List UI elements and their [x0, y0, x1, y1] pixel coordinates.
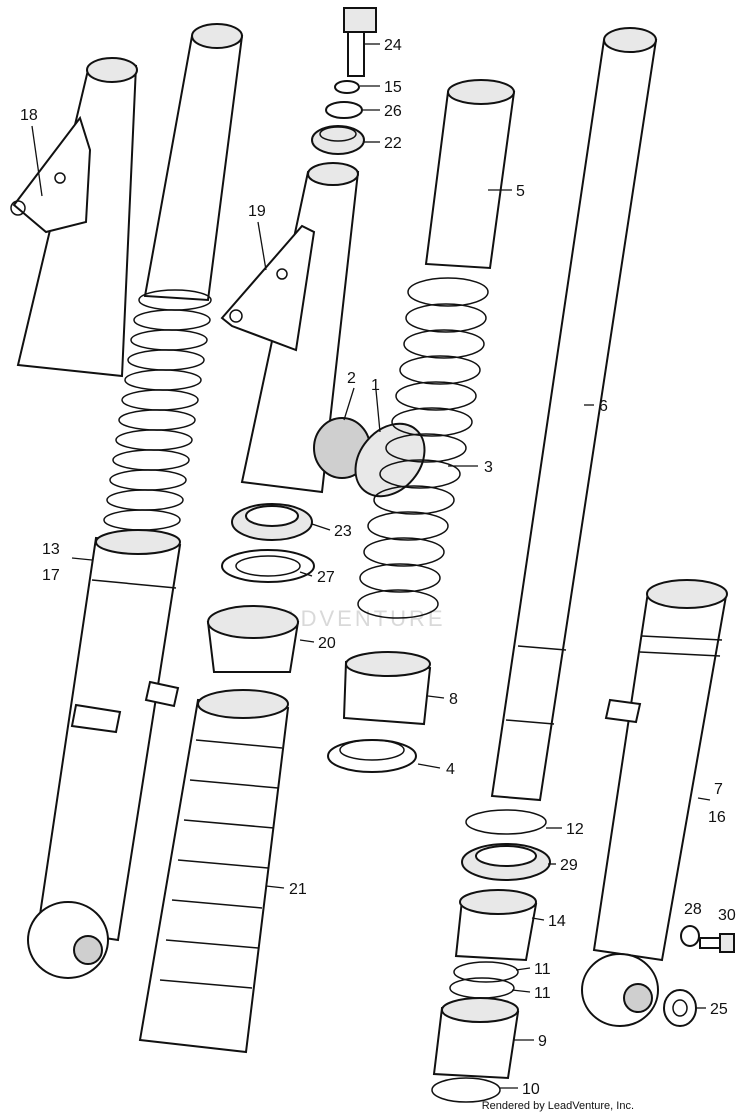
part-25-washer[interactable] — [663, 989, 697, 1027]
callout-5: 5 — [516, 183, 525, 200]
left-fork-spring — [103, 289, 212, 531]
callout-11a: 11 — [534, 961, 551, 978]
callout-28: 28 — [684, 901, 702, 918]
callout-18: 18 — [20, 107, 38, 124]
part-7-16-bottom-slider[interactable] — [581, 579, 728, 1027]
callout-21: 21 — [289, 881, 307, 898]
part-29-seal[interactable] — [461, 843, 551, 881]
callout-9: 9 — [538, 1033, 547, 1050]
callout-17: 17 — [42, 567, 60, 584]
callout-1: 1 — [371, 377, 380, 394]
leader-lines — [31, 43, 711, 1089]
part-1-strainer[interactable] — [341, 410, 438, 510]
callout-4: 4 — [446, 761, 455, 778]
part-18-fork-cover-left[interactable] — [10, 57, 138, 378]
part-15-washer[interactable] — [334, 80, 360, 94]
part-13-17-left-fork-leg[interactable] — [27, 23, 244, 979]
callout-labels: 24 15 26 22 5 19 18 2 1 3 6 23 27 20 8 4… — [20, 37, 736, 1098]
callout-24: 24 — [384, 37, 402, 54]
part-14-guide[interactable] — [454, 889, 538, 962]
part-20-oil-seal[interactable] — [206, 605, 300, 673]
part-12-circlip[interactable] — [465, 809, 547, 835]
part-26-washer[interactable] — [325, 101, 363, 119]
part-6-inner-tube[interactable] — [490, 27, 658, 802]
part-3-spring[interactable] — [357, 277, 489, 619]
callout-6: 6 — [599, 398, 608, 415]
part-11-circlips[interactable] — [449, 961, 519, 999]
callout-2: 2 — [347, 370, 356, 387]
callout-14: 14 — [548, 913, 566, 930]
callout-27: 27 — [317, 569, 335, 586]
callout-25: 25 — [710, 1001, 728, 1018]
callout-8: 8 — [449, 691, 458, 708]
part-5-sleeve[interactable] — [424, 79, 516, 270]
part-22-cap[interactable] — [311, 125, 365, 155]
callout-7: 7 — [714, 781, 723, 798]
callout-3: 3 — [484, 459, 493, 476]
part-27-washer[interactable] — [221, 549, 315, 583]
callout-20: 20 — [318, 635, 336, 652]
part-23-seal-ring[interactable] — [231, 503, 313, 541]
callout-11b: 11 — [534, 985, 551, 1002]
callout-30: 30 — [718, 907, 736, 924]
callout-22: 22 — [384, 135, 402, 152]
part-28-washer[interactable] — [680, 925, 700, 947]
callout-12: 12 — [566, 821, 584, 838]
part-4-ring[interactable] — [327, 739, 417, 773]
callout-19: 19 — [248, 203, 266, 220]
callout-13: 13 — [42, 541, 60, 558]
part-9-piston[interactable] — [432, 997, 520, 1080]
part-30-drain-bolt[interactable] — [699, 933, 735, 953]
callout-23: 23 — [334, 523, 352, 540]
part-19-fork-cover-right[interactable] — [220, 162, 360, 494]
part-8-bushing[interactable] — [342, 651, 432, 726]
callout-29: 29 — [560, 857, 578, 874]
part-24-bolt[interactable] — [343, 7, 377, 77]
callout-10: 10 — [522, 1081, 540, 1098]
callout-16: 16 — [708, 809, 726, 826]
callout-15: 15 — [384, 79, 402, 96]
render-credit: Rendered by LeadVenture, Inc. — [481, 1100, 634, 1112]
part-21-fork-boot[interactable] — [138, 689, 290, 1054]
callout-26: 26 — [384, 103, 402, 120]
part-10-snap-ring[interactable] — [431, 1077, 501, 1103]
